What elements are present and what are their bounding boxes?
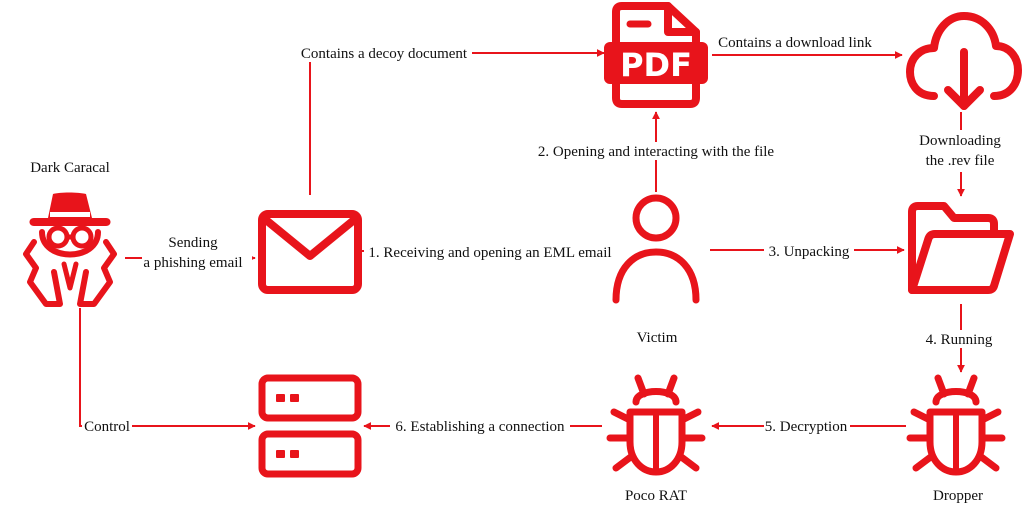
server-icon: [258, 374, 362, 478]
user-icon: [612, 194, 700, 304]
poco-rat-label: Poco RAT: [625, 488, 687, 504]
envelope-icon: [258, 210, 362, 294]
downloading-label-line2: the .rev file: [926, 153, 995, 169]
control-label: Control: [84, 419, 130, 435]
svg-text:PDF: PDF: [620, 46, 692, 84]
receiving-label: 1. Receiving and opening an EML email: [368, 245, 611, 261]
bug-icon: [906, 374, 1006, 476]
edge-email-to-pdf: [309, 49, 605, 195]
edge-actor-to-server: [79, 308, 256, 430]
running-label: 4. Running: [926, 332, 993, 348]
download-link-label: Contains a download link: [718, 35, 872, 51]
decryption-label: 5. Decryption: [765, 419, 848, 435]
opening-label: 2. Opening and interacting with the file: [538, 144, 775, 160]
actor-label: Dark Caracal: [30, 160, 110, 176]
unpacking-label: 3. Unpacking: [769, 244, 850, 260]
downloading-label-line1: Downloading: [919, 133, 1001, 149]
establishing-label: 6. Establishing a connection: [395, 419, 565, 435]
victim-label: Victim: [637, 330, 678, 346]
sending-label-line1: Sending: [168, 235, 218, 251]
pdf-document-icon: PDF: [604, 2, 708, 108]
folder-open-icon: [908, 202, 1014, 294]
bug-icon: [606, 374, 706, 476]
cloud-download-icon: [906, 12, 1022, 110]
sending-label-line2: a phishing email: [143, 255, 242, 271]
dropper-label: Dropper: [933, 488, 983, 504]
decoy-label: Contains a decoy document: [301, 46, 468, 62]
hacker-spy-icon: [23, 192, 117, 307]
